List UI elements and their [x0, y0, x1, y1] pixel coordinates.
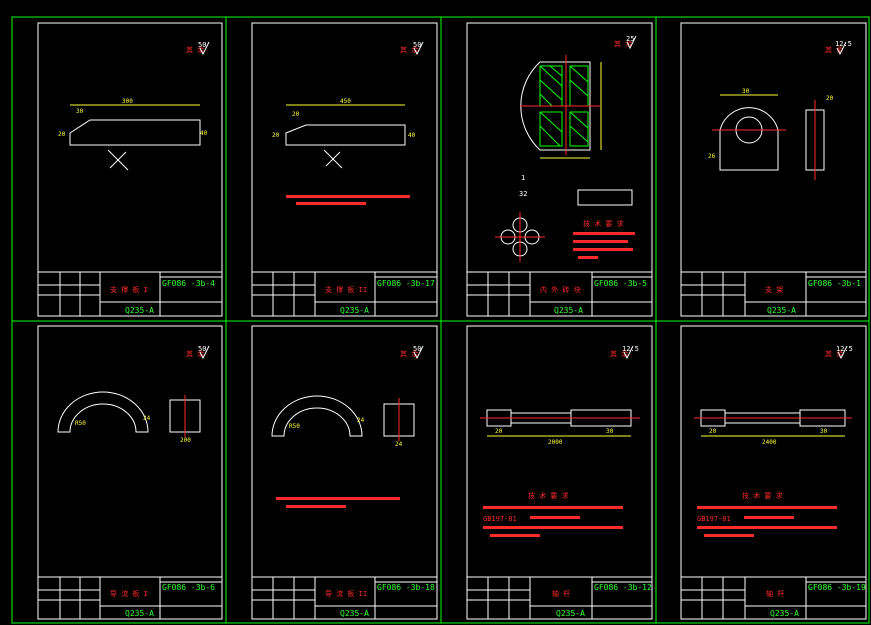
- svg-text:GF086 -3b-19: GF086 -3b-19: [808, 583, 866, 592]
- svg-text:200: 200: [180, 437, 191, 444]
- svg-text:20: 20: [495, 428, 503, 435]
- svg-text:12.5: 12.5: [835, 40, 852, 48]
- svg-text:20: 20: [292, 111, 300, 118]
- material: Q235-A: [125, 306, 154, 315]
- svg-text:GF086 -3b-17: GF086 -3b-17: [377, 279, 435, 288]
- roughness-symbol: [199, 41, 210, 56]
- svg-text:内 外 砖 块: 内 外 砖 块: [540, 285, 581, 294]
- drawing-sheet-6[interactable]: 其 余 50 R50 24 24 GF086 -3b-18 导 流 板 II Q…: [251, 325, 438, 620]
- roughness-value: 50: [198, 41, 206, 49]
- svg-text:轴 杆: 轴 杆: [766, 589, 784, 598]
- svg-text:50: 50: [413, 345, 421, 353]
- svg-text:300: 300: [122, 98, 133, 105]
- svg-text:GF086 -3b-5: GF086 -3b-5: [594, 279, 647, 288]
- svg-text:30: 30: [820, 428, 828, 435]
- svg-text:30: 30: [606, 428, 614, 435]
- svg-text:GF086 -3b-1: GF086 -3b-1: [808, 279, 861, 288]
- arc-plate-view: [57, 391, 201, 437]
- svg-text:Q235-A: Q235-A: [770, 609, 799, 618]
- svg-text:20: 20: [709, 428, 717, 435]
- drawing-sheet-1[interactable]: 其 余 50 300 30 20 40 GF086 -3b-4 支 撑 板 I …: [37, 22, 223, 317]
- svg-text:20: 20: [58, 131, 66, 138]
- svg-text:450: 450: [340, 98, 351, 105]
- svg-text:Q235-A: Q235-A: [554, 306, 583, 315]
- hatched-block: [520, 55, 600, 155]
- svg-text:24: 24: [143, 415, 151, 422]
- four-hole-detail: [495, 212, 545, 262]
- drawing-sheet-4[interactable]: 其 余 12.5 30 20 26 GF086 -3b-1 支 架 Q235-A: [680, 22, 867, 317]
- svg-text:导 流 板 II: 导 流 板 II: [325, 589, 367, 598]
- svg-text:技 术 要 求: 技 术 要 求: [528, 491, 569, 500]
- svg-text:20: 20: [826, 95, 834, 102]
- drawing-sheet-3[interactable]: 其 余 25 1 32 技 术 要 求: [466, 22, 653, 317]
- svg-text:32: 32: [519, 190, 527, 198]
- svg-text:其 余: 其 余: [825, 349, 843, 358]
- svg-text:轴 杆: 轴 杆: [552, 589, 570, 598]
- tech-notes: 技 术 要 求: [573, 219, 635, 259]
- svg-text:GB197-81: GB197-81: [483, 515, 517, 523]
- svg-text:技 术 要 求: 技 术 要 求: [742, 491, 783, 500]
- svg-text:2000: 2000: [548, 439, 563, 446]
- drawing-sheet-8[interactable]: 其 余 12.5 2400 20 30 技 术 要 求 GB197-81: [680, 325, 867, 620]
- svg-text:支 撑 板 II: 支 撑 板 II: [325, 285, 367, 294]
- svg-text:其 余: 其 余: [610, 349, 628, 358]
- svg-text:24: 24: [395, 441, 403, 448]
- svg-text:其 余: 其 余: [825, 45, 843, 54]
- svg-text:30: 30: [742, 88, 750, 95]
- svg-text:其 余: 其 余: [186, 349, 204, 358]
- svg-text:其 余: 其 余: [400, 349, 418, 358]
- svg-text:R50: R50: [289, 423, 300, 430]
- drawing-sheet-7[interactable]: 其 余 12.5 2000 20 30 技 术 要 求 GB197-81: [466, 325, 653, 620]
- frame-grid: [11, 16, 870, 624]
- svg-text:50: 50: [413, 41, 421, 49]
- roughness-note: 其 余: [186, 45, 204, 54]
- svg-text:Q235-A: Q235-A: [556, 609, 585, 618]
- svg-text:GF086 -3b-18: GF086 -3b-18: [377, 583, 435, 592]
- svg-text:50: 50: [198, 345, 206, 353]
- svg-text:1: 1: [521, 174, 525, 182]
- svg-text:GF086 -3b-12: GF086 -3b-12: [594, 583, 652, 592]
- svg-text:25: 25: [626, 35, 634, 43]
- svg-text:40: 40: [200, 130, 208, 137]
- drawing-sheet-5[interactable]: 其 余 50 R50 24 200 GF086 -3b-6 导 流 板 I Q2…: [37, 325, 223, 620]
- svg-text:技 术 要 求: 技 术 要 求: [583, 219, 624, 228]
- svg-text:40: 40: [408, 132, 416, 139]
- svg-text:Q235-A: Q235-A: [125, 609, 154, 618]
- svg-text:Q235-A: Q235-A: [340, 306, 369, 315]
- svg-text:20: 20: [272, 132, 280, 139]
- svg-text:Q235-A: Q235-A: [767, 306, 796, 315]
- svg-text:24: 24: [357, 417, 365, 424]
- part-name: 支 撑 板 I: [110, 285, 148, 294]
- svg-text:2400: 2400: [762, 439, 777, 446]
- title-block: [37, 271, 223, 317]
- svg-text:12.5: 12.5: [836, 345, 853, 353]
- drawing-number: GF086 -3b-4: [162, 279, 215, 288]
- bracket-views: [712, 100, 825, 180]
- technical-notes-red: [286, 195, 410, 205]
- svg-text:GB197-81: GB197-81: [697, 515, 731, 523]
- svg-text:26: 26: [708, 153, 716, 160]
- svg-text:Q235-A: Q235-A: [340, 609, 369, 618]
- svg-text:支 架: 支 架: [765, 285, 783, 294]
- svg-text:其 余: 其 余: [614, 39, 632, 48]
- drawing-sheet-2[interactable]: 其 余 50 450 20 20 40 GF086 -3b-17 支 撑 板 I…: [251, 22, 438, 317]
- svg-text:30: 30: [76, 108, 84, 115]
- svg-text:GF086 -3b-6: GF086 -3b-6: [162, 583, 215, 592]
- svg-text:其 余: 其 余: [400, 45, 418, 54]
- svg-text:12.5: 12.5: [622, 345, 639, 353]
- svg-text:R50: R50: [75, 420, 86, 427]
- svg-text:导 流 板 I: 导 流 板 I: [110, 589, 148, 598]
